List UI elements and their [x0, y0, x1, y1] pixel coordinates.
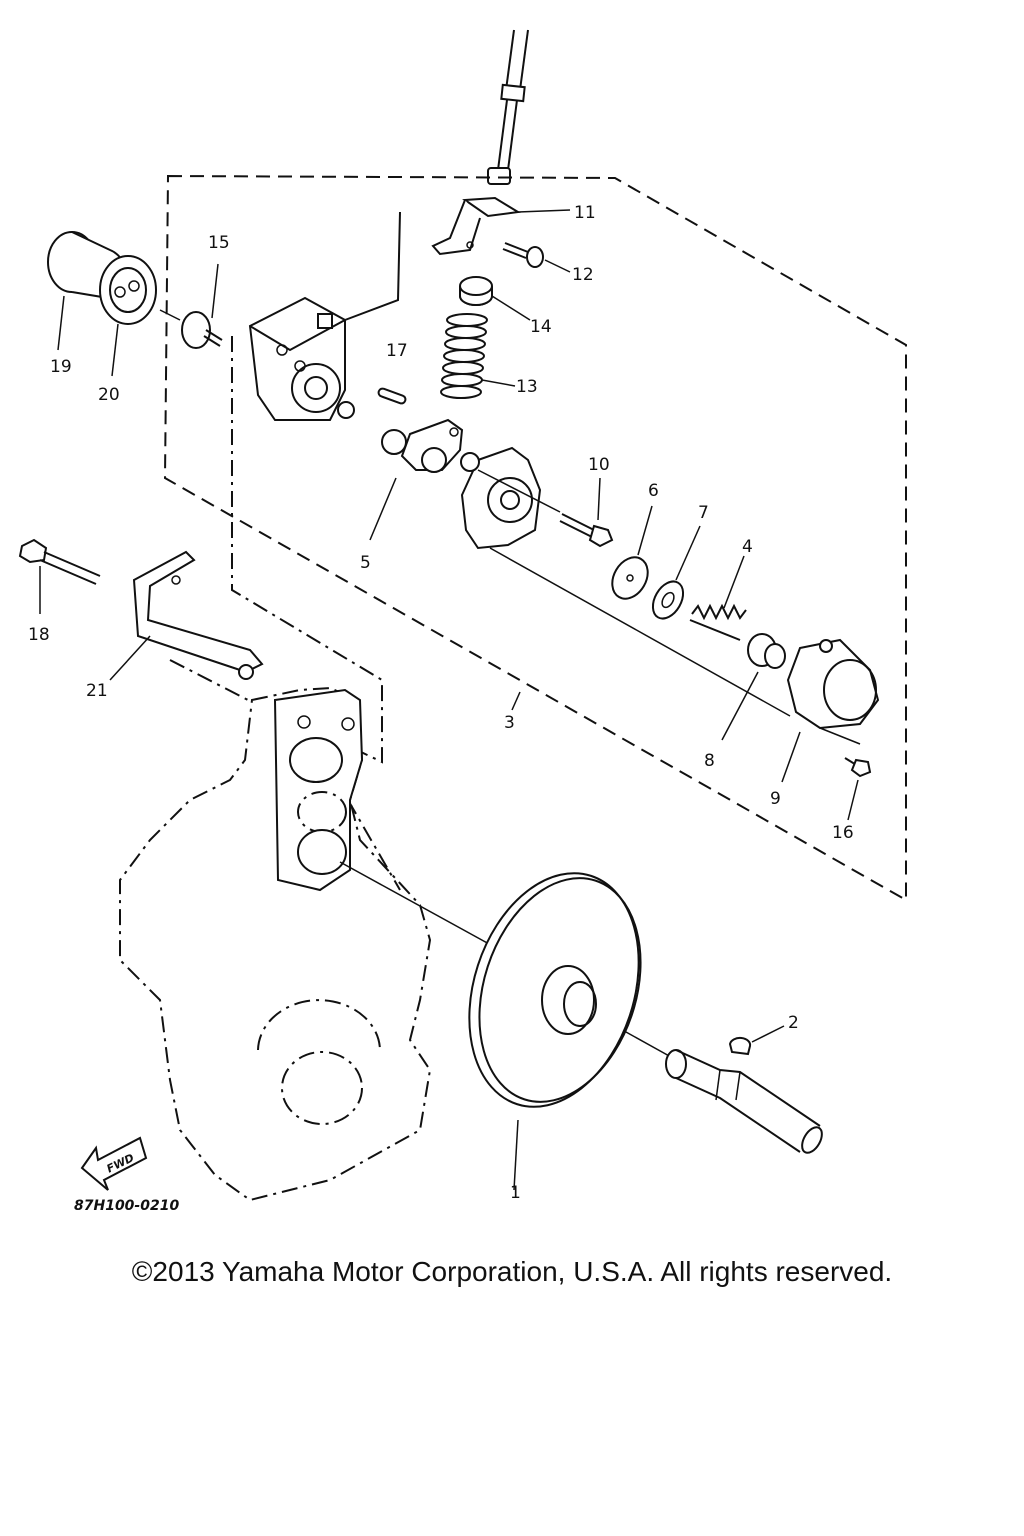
- callout-17: 17: [386, 341, 408, 361]
- assembly-3-boundary: [163, 174, 907, 902]
- callout-16: 16: [832, 823, 854, 843]
- diagram-code: 87H100-0210: [74, 1198, 179, 1214]
- copyright-notice: ©2013 Yamaha Motor Corporation, U.S.A. A…: [131, 1256, 893, 1287]
- callout-21: 21: [86, 681, 108, 701]
- governor-housing: [248, 211, 401, 421]
- part-1-gear-disc: [468, 872, 642, 1191]
- part-11-bracket: [431, 196, 571, 256]
- part-2-key: [728, 1025, 785, 1056]
- part-13-spring: [440, 313, 516, 399]
- shaft: [665, 1049, 823, 1154]
- callout-2: 2: [788, 1013, 799, 1033]
- callout-7: 7: [698, 503, 709, 523]
- callout-3: 3: [504, 713, 515, 733]
- callout-5: 5: [360, 553, 371, 573]
- callout-6: 6: [648, 481, 659, 501]
- part-7-washer: [651, 525, 701, 620]
- part-9-cover: [781, 638, 880, 783]
- callout-9: 9: [770, 789, 781, 809]
- part-8-bushing: [721, 633, 786, 741]
- part-15-plunger: [181, 263, 223, 349]
- part-4-spring: [689, 555, 747, 641]
- part-16-bolt: [844, 757, 872, 821]
- callout-11: 11: [574, 203, 596, 223]
- part-20-cup: [99, 255, 157, 377]
- callout-4: 4: [742, 537, 753, 557]
- callout-20: 20: [98, 385, 120, 405]
- callout-19: 19: [50, 357, 72, 377]
- fwd-arrow-icon: FWD: [80, 1136, 148, 1191]
- callout-14: 14: [530, 317, 552, 337]
- callout-8: 8: [704, 751, 715, 771]
- part-12-screw: [502, 242, 571, 273]
- part-17-pin: [377, 387, 407, 405]
- callout-12: 12: [572, 265, 594, 285]
- part-6-washer: [611, 505, 653, 600]
- callout-18: 18: [28, 625, 50, 645]
- exploded-parts-diagram: FWD 1 2 3 4 5 6 7 8 9 10 11 12 13 14 15 …: [18, 29, 907, 1214]
- callout-10: 10: [588, 455, 610, 475]
- callout-13: 13: [516, 377, 538, 397]
- callout-15: 15: [208, 233, 230, 253]
- engine-flange: [273, 688, 364, 892]
- engine-case-outline: [119, 686, 432, 1202]
- part-18-bolt: [18, 538, 101, 614]
- part-5-shaft: [369, 418, 464, 541]
- callout-1: 1: [510, 1183, 521, 1203]
- part-21-bracket: [109, 550, 264, 681]
- governor-cover-plate: [460, 446, 791, 717]
- control-cable: [487, 29, 529, 185]
- part-14-cap: [459, 276, 531, 321]
- part-10-bolt: [559, 477, 614, 548]
